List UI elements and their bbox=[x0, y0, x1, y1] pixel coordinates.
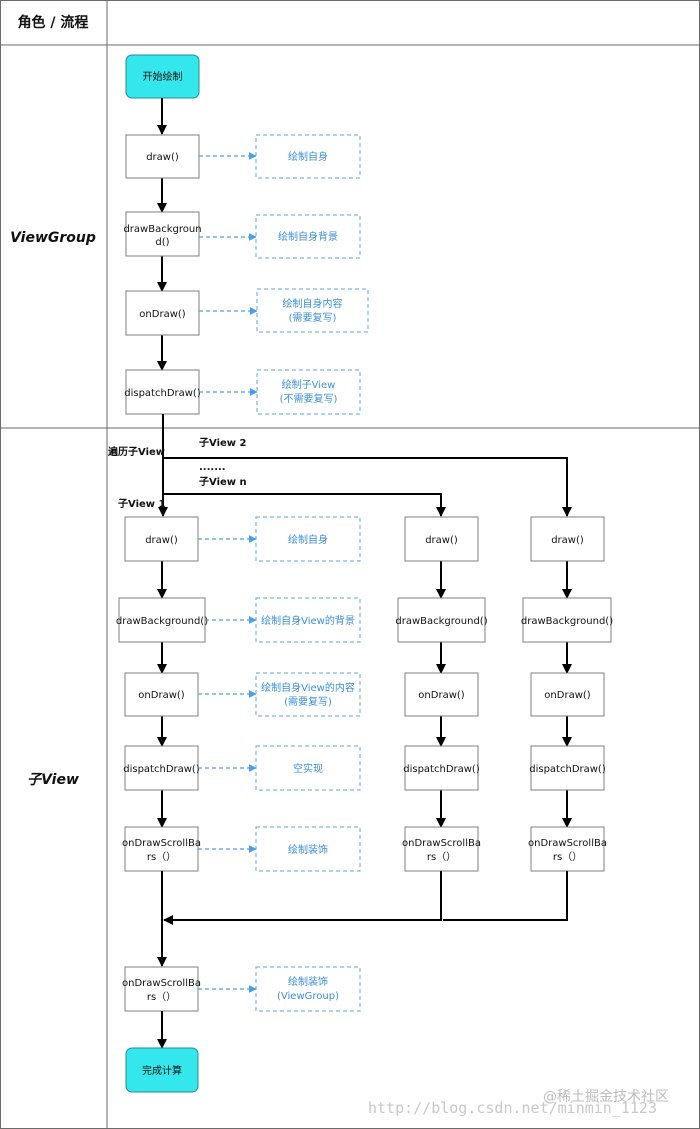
c2-step-draw-label: draw() bbox=[425, 535, 458, 546]
c1-note-on-draw: 绘制自身View的内容 (需要复写) bbox=[255, 672, 361, 717]
c1-note-dispatch-draw-line1: 空实现 bbox=[293, 762, 323, 775]
final-step-line1: onDrawScrollBa bbox=[122, 978, 201, 989]
c1-step-scroll-line1: onDrawScrollBa bbox=[122, 838, 201, 849]
watermark-url: http://blog.csdn.net/minmin_1123 bbox=[368, 1099, 657, 1117]
c1-step-dispatch-draw: dispatchDraw() bbox=[123, 745, 200, 791]
c3-step-on-draw: onDraw() bbox=[530, 672, 605, 717]
c1-note-dispatch-draw: 空实现 bbox=[255, 745, 361, 791]
label-ellipsis: ....... bbox=[199, 462, 226, 473]
c3-step-draw-label: draw() bbox=[551, 535, 584, 546]
vg-step-draw: draw() bbox=[125, 134, 200, 179]
final-note: 绘制装饰 (ViewGroup) bbox=[255, 966, 361, 1012]
final-step-on-draw-scroll-bars: onDrawScrollBa rs（） bbox=[122, 966, 201, 1012]
c2-step-draw-background: drawBackground() bbox=[395, 597, 488, 643]
vg-note-on-draw-line1: 绘制自身内容 bbox=[283, 297, 343, 310]
c3-step-draw-background: drawBackground() bbox=[521, 597, 613, 643]
c2-step-on-draw: onDraw() bbox=[404, 672, 479, 717]
vg-note-dispatch-draw: 绘制子View (不需要复写) bbox=[256, 369, 361, 415]
label-child-2: 子View 2 bbox=[199, 437, 246, 449]
vg-note-draw-background: 绘制自身背景 bbox=[255, 214, 361, 259]
vg-note-dispatch-draw-line1: 绘制子View bbox=[282, 378, 336, 391]
c2-step-on-draw-scroll-bars: onDrawScrollBa rs（） bbox=[402, 826, 481, 872]
c1-step-on-draw-scroll-bars: onDrawScrollBa rs（） bbox=[122, 826, 201, 872]
vg-step-on-draw-label: onDraw() bbox=[139, 309, 185, 320]
c1-note-on-draw-line1: 绘制自身View的内容 bbox=[261, 681, 355, 694]
c1-note-draw-background-line1: 绘制自身View的背景 bbox=[261, 614, 355, 627]
vg-step-dispatch-draw: dispatchDraw() bbox=[124, 369, 201, 415]
flow-arrow-merge-column-2 bbox=[163, 871, 442, 925]
watermark-brand: @稀土掘金技术社区 bbox=[543, 1089, 669, 1105]
c1-step-dispatch-draw-label: dispatchDraw() bbox=[123, 764, 200, 775]
vg-note-draw-line1: 绘制自身 bbox=[288, 150, 328, 163]
vg-step-on-draw: onDraw() bbox=[125, 290, 200, 336]
c1-note-scroll-bars: 绘制装饰 bbox=[255, 826, 361, 872]
c1-step-draw-background: drawBackground() bbox=[116, 597, 208, 643]
vg-note-on-draw: 绘制自身内容 (需要复写) bbox=[256, 288, 369, 333]
final-note-line1: 绘制装饰 bbox=[288, 975, 328, 988]
header-role-flow: 角色 / 流程 bbox=[18, 14, 89, 31]
vg-step-draw-label: draw() bbox=[146, 152, 179, 163]
c3-step-draw-background-label: drawBackground() bbox=[521, 616, 613, 627]
vg-note-draw-background-line1: 绘制自身背景 bbox=[278, 230, 338, 243]
c2-step-on-draw-label: onDraw() bbox=[418, 690, 464, 701]
start-terminal: 开始绘制 bbox=[125, 54, 200, 99]
c3-step-on-draw-scroll-bars: onDrawScrollBa rs（） bbox=[528, 826, 607, 872]
c2-step-dispatch-draw-label: dispatchDraw() bbox=[403, 764, 480, 775]
c3-step-dispatch-draw-label: dispatchDraw() bbox=[529, 764, 606, 775]
c1-step-scroll-line2: rs（） bbox=[147, 851, 176, 863]
c2-step-scroll-line2: rs（） bbox=[427, 851, 456, 863]
end-terminal: 完成计算 bbox=[125, 1047, 199, 1093]
vg-note-draw: 绘制自身 bbox=[255, 134, 361, 179]
c1-step-on-draw-label: onDraw() bbox=[138, 690, 184, 701]
label-child-1: 子View 1 bbox=[118, 498, 165, 510]
role-child-view: 子View bbox=[27, 772, 79, 788]
vg-note-dispatch-draw-line2: (不需要复写) bbox=[280, 392, 338, 405]
c1-note-draw: 绘制自身 bbox=[255, 516, 361, 562]
role-viewgroup: ViewGroup bbox=[10, 230, 96, 246]
start-label: 开始绘制 bbox=[143, 70, 183, 83]
c2-step-draw-background-label: drawBackground() bbox=[395, 616, 487, 627]
child-column-1: draw() drawBackground() onDraw() dispatc… bbox=[116, 516, 361, 872]
c3-step-scroll-line1: onDrawScrollBa bbox=[528, 838, 607, 849]
vg-step-draw-background: drawBackgroun d() bbox=[123, 211, 202, 257]
final-step-line2: rs（） bbox=[147, 991, 176, 1003]
label-traverse: 遍历子View bbox=[107, 445, 165, 458]
final-note-line2: (ViewGroup) bbox=[277, 991, 339, 1002]
c1-note-draw-line1: 绘制自身 bbox=[288, 533, 328, 546]
c1-note-draw-background: 绘制自身View的背景 bbox=[255, 597, 361, 643]
c2-step-scroll-line1: onDrawScrollBa bbox=[402, 838, 481, 849]
flow-arrow-child-2 bbox=[163, 457, 572, 517]
c2-step-draw: draw() bbox=[404, 516, 479, 562]
c3-step-draw: draw() bbox=[530, 516, 605, 562]
c2-step-dispatch-draw: dispatchDraw() bbox=[403, 745, 480, 791]
vg-note-on-draw-line2: (需要复写) bbox=[289, 311, 337, 324]
end-label: 完成计算 bbox=[142, 1064, 182, 1077]
c3-step-on-draw-label: onDraw() bbox=[544, 690, 590, 701]
c1-step-on-draw: onDraw() bbox=[124, 672, 199, 717]
child-column-3: draw() drawBackground() onDraw() dispatc… bbox=[521, 516, 613, 872]
c1-note-scroll-bars-line1: 绘制装饰 bbox=[288, 843, 328, 856]
c1-note-on-draw-line2: (需要复写) bbox=[284, 695, 332, 708]
vg-step-draw-background-line2: d() bbox=[155, 237, 169, 248]
c1-step-draw: draw() bbox=[124, 516, 199, 562]
c1-step-draw-background-label: drawBackground() bbox=[116, 616, 208, 627]
vg-step-draw-background-line1: drawBackgroun bbox=[123, 224, 201, 235]
flow-line-merge-column-3 bbox=[443, 871, 568, 921]
c3-step-scroll-line2: rs（） bbox=[553, 851, 582, 863]
c3-step-dispatch-draw: dispatchDraw() bbox=[529, 745, 606, 791]
flow-arrow-child-n bbox=[163, 493, 446, 517]
child-column-2: draw() drawBackground() onDraw() dispatc… bbox=[395, 516, 488, 872]
vg-step-dispatch-draw-label: dispatchDraw() bbox=[124, 388, 201, 399]
c1-step-draw-label: draw() bbox=[145, 535, 178, 546]
label-child-n: 子View n bbox=[199, 476, 247, 488]
